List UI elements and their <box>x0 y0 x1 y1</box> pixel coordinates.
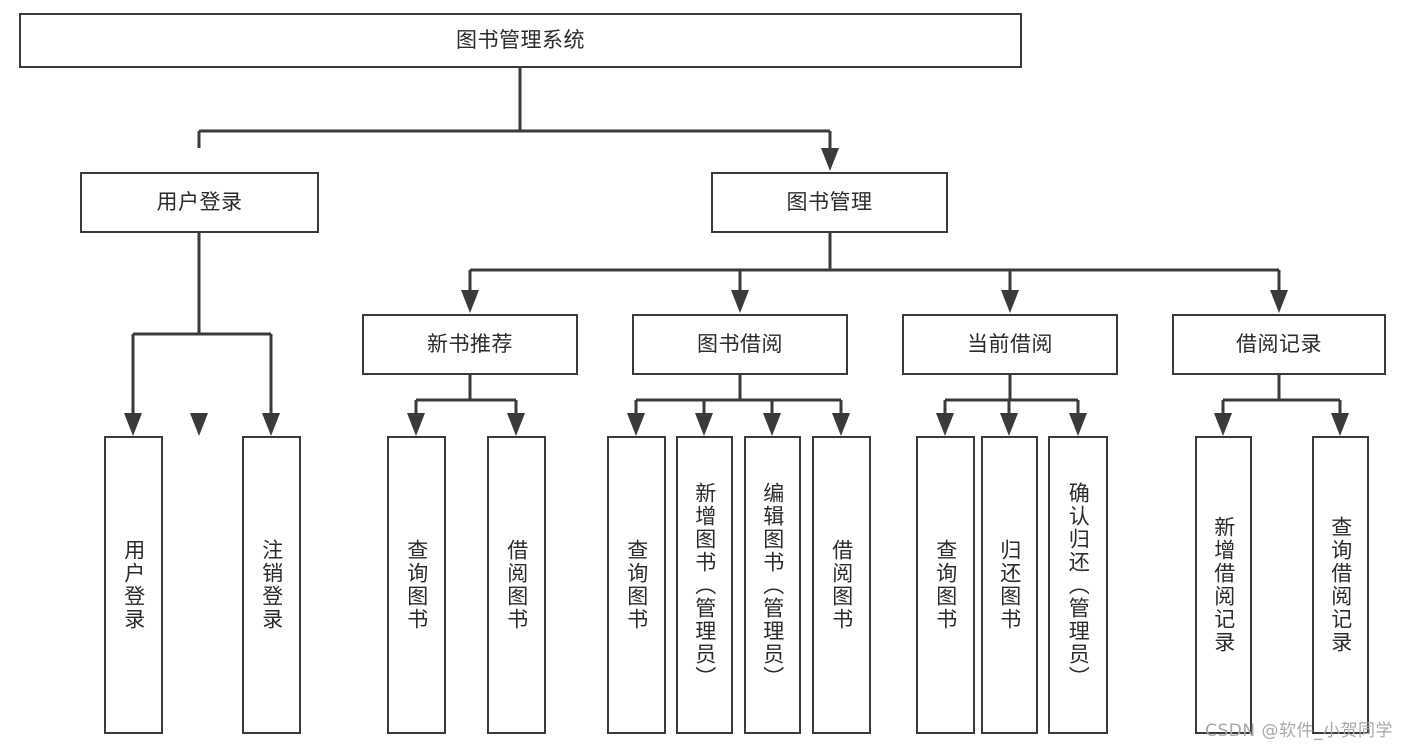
arrow-book-borrow <box>731 290 749 313</box>
csdn-watermark: CSDN @软件_小贺同学 <box>1205 721 1393 741</box>
node-leaf-logout-login[interactable]: 注销登录 <box>242 436 301 734</box>
node-leaf-edit-book[interactable]: 编辑图书（管理员） <box>744 436 801 734</box>
arrow-leaf-user-login <box>124 413 142 436</box>
node-label: 查询图书 <box>933 539 958 631</box>
node-label: 查询图书 <box>404 539 429 631</box>
node-label: 图书借阅 <box>697 331 783 356</box>
node-book-management[interactable]: 图书管理 <box>711 172 948 233</box>
node-label: 归还图书 <box>997 539 1022 631</box>
node-label: 新增图书（管理员） <box>692 481 717 689</box>
node-label: 新增借阅记录 <box>1211 516 1236 654</box>
arrow-leaf-query-book-3 <box>936 413 954 436</box>
node-leaf-confirm-return[interactable]: 确认归还（管理员） <box>1048 436 1108 734</box>
node-label: 查询借阅记录 <box>1328 516 1353 654</box>
node-label: 用户登录 <box>121 539 146 631</box>
node-new-book-recommend[interactable]: 新书推荐 <box>362 314 578 375</box>
node-leaf-query-book-current[interactable]: 查询图书 <box>916 436 975 734</box>
node-label: 用户登录 <box>156 189 243 214</box>
node-leaf-query-book-recommend[interactable]: 查询图书 <box>387 436 446 734</box>
arrow-leaf-query-book-1 <box>407 413 425 436</box>
arrow-leaf-confirm-return <box>1069 413 1087 436</box>
node-leaf-borrow-book-borrow[interactable]: 借阅图书 <box>812 436 871 734</box>
arrow-leaf-edit-book <box>763 413 781 436</box>
arrow-borrow-record <box>1270 290 1288 313</box>
node-label: 图书管理系统 <box>456 27 585 52</box>
node-leaf-user-login[interactable]: 用户登录 <box>104 436 163 734</box>
node-label: 当前借阅 <box>967 331 1053 356</box>
arrow-new-book-recommend <box>461 290 479 313</box>
arrow-book-management <box>821 148 839 171</box>
node-label: 借阅记录 <box>1236 331 1322 356</box>
arrow-leaf-add-book <box>695 413 713 436</box>
node-label: 借阅图书 <box>829 539 854 631</box>
node-current-borrow[interactable]: 当前借阅 <box>902 314 1118 375</box>
node-label: 注销登录 <box>259 539 284 631</box>
arrow-leaf-borrow-book-1 <box>507 413 525 436</box>
node-root-book-management-system[interactable]: 图书管理系统 <box>19 13 1022 68</box>
node-book-borrow[interactable]: 图书借阅 <box>632 314 848 375</box>
node-user-login[interactable]: 用户登录 <box>80 172 319 233</box>
node-leaf-return-book[interactable]: 归还图书 <box>981 436 1038 734</box>
node-label: 借阅图书 <box>504 539 529 631</box>
node-leaf-add-borrow-record[interactable]: 新增借阅记录 <box>1195 436 1252 734</box>
arrow-leaf-borrow-book-2 <box>832 413 850 436</box>
node-label: 查询图书 <box>624 539 649 631</box>
arrow-user-login <box>190 413 208 436</box>
node-leaf-add-book[interactable]: 新增图书（管理员） <box>676 436 733 734</box>
node-label: 编辑图书（管理员） <box>760 481 785 689</box>
node-borrow-record[interactable]: 借阅记录 <box>1172 314 1386 375</box>
arrow-leaf-query-book-2 <box>627 413 645 436</box>
node-leaf-borrow-book-recommend[interactable]: 借阅图书 <box>487 436 546 734</box>
node-label: 新书推荐 <box>427 331 513 356</box>
arrow-leaf-query-record <box>1331 413 1349 436</box>
arrow-leaf-return-book <box>1000 413 1018 436</box>
arrow-current-borrow <box>1001 290 1019 313</box>
node-leaf-query-book-borrow[interactable]: 查询图书 <box>607 436 666 734</box>
node-label: 图书管理 <box>786 189 873 214</box>
arrow-leaf-logout-login <box>262 413 280 436</box>
arrow-leaf-add-record <box>1214 413 1232 436</box>
node-label: 确认归还（管理员） <box>1066 481 1091 689</box>
node-leaf-query-borrow-record[interactable]: 查询借阅记录 <box>1312 436 1369 734</box>
